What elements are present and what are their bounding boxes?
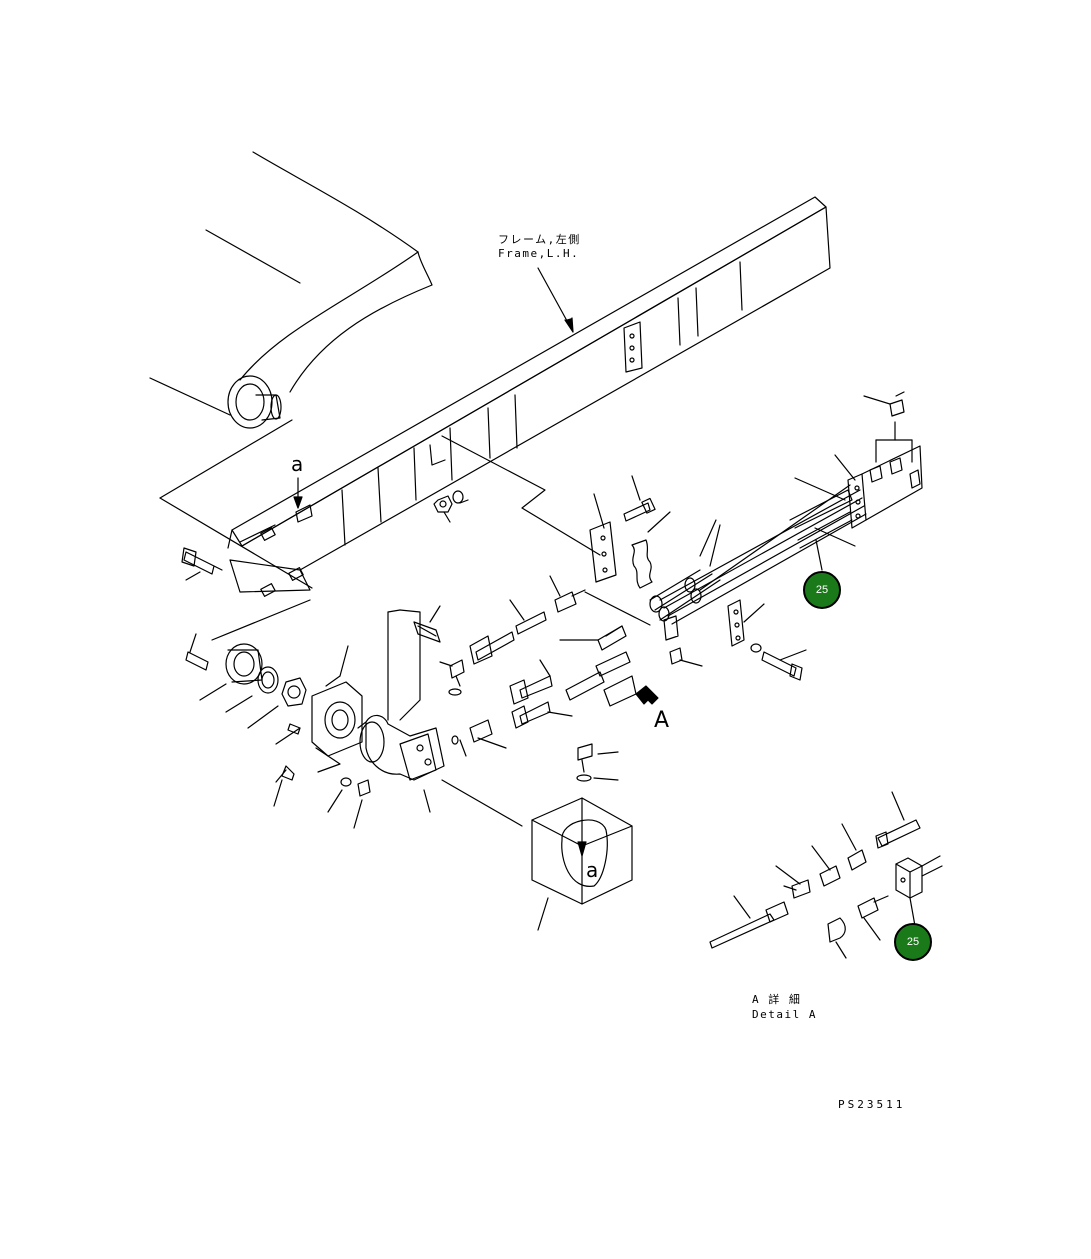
bracket-right: [727, 599, 765, 647]
bracket-plate: [589, 493, 617, 583]
view-a-arrow: [635, 685, 659, 705]
frame-label-en: Frame,L.H.: [498, 247, 580, 260]
sprocket-hub: [185, 633, 307, 729]
callout-25-upper[interactable]: 25: [803, 571, 841, 609]
frame-lh: [227, 196, 831, 597]
bolt-lower-left: [181, 547, 223, 581]
view-a-label: A: [654, 708, 670, 733]
frame-label-jp: フレーム,左側: [498, 233, 581, 246]
fitting-tee: [669, 647, 703, 667]
ref-a-box: [531, 797, 633, 931]
group-outline-left: [211, 599, 311, 641]
callout-25-detail[interactable]: 25: [894, 923, 932, 961]
nut-small: [433, 490, 469, 523]
pipe-block: [847, 421, 923, 529]
drawing-number: PS23511: [838, 1098, 906, 1111]
ref-a-label-box: a: [586, 858, 599, 882]
bolt-upper: [623, 475, 656, 522]
hose-assembly-mid: [649, 519, 721, 641]
idler-hub: [227, 375, 282, 429]
track-belt: [149, 151, 433, 499]
group-outline-top: [159, 497, 313, 589]
grease-fitting: [863, 391, 905, 417]
ref-a-label-top: a: [291, 452, 304, 476]
group-outline-right: [441, 435, 601, 556]
callout-leader-1: [815, 539, 823, 571]
motor-housing: [273, 645, 371, 829]
clamp-plate: [631, 511, 671, 589]
fitting-row-1: [413, 575, 586, 665]
pipe-bundle: [659, 454, 867, 625]
hydraulic-motor: [357, 714, 523, 827]
fitting-row-2: [439, 591, 651, 705]
detail-a-parts: [709, 791, 943, 959]
fitting-row-3: [387, 609, 637, 757]
frame-leader-head: [564, 317, 574, 333]
bolt-vertical: [576, 743, 619, 782]
detail-a-label-jp: A 詳 細: [752, 993, 802, 1006]
detail-a-label-en: Detail A: [752, 1008, 817, 1021]
bolt-right: [750, 643, 807, 681]
